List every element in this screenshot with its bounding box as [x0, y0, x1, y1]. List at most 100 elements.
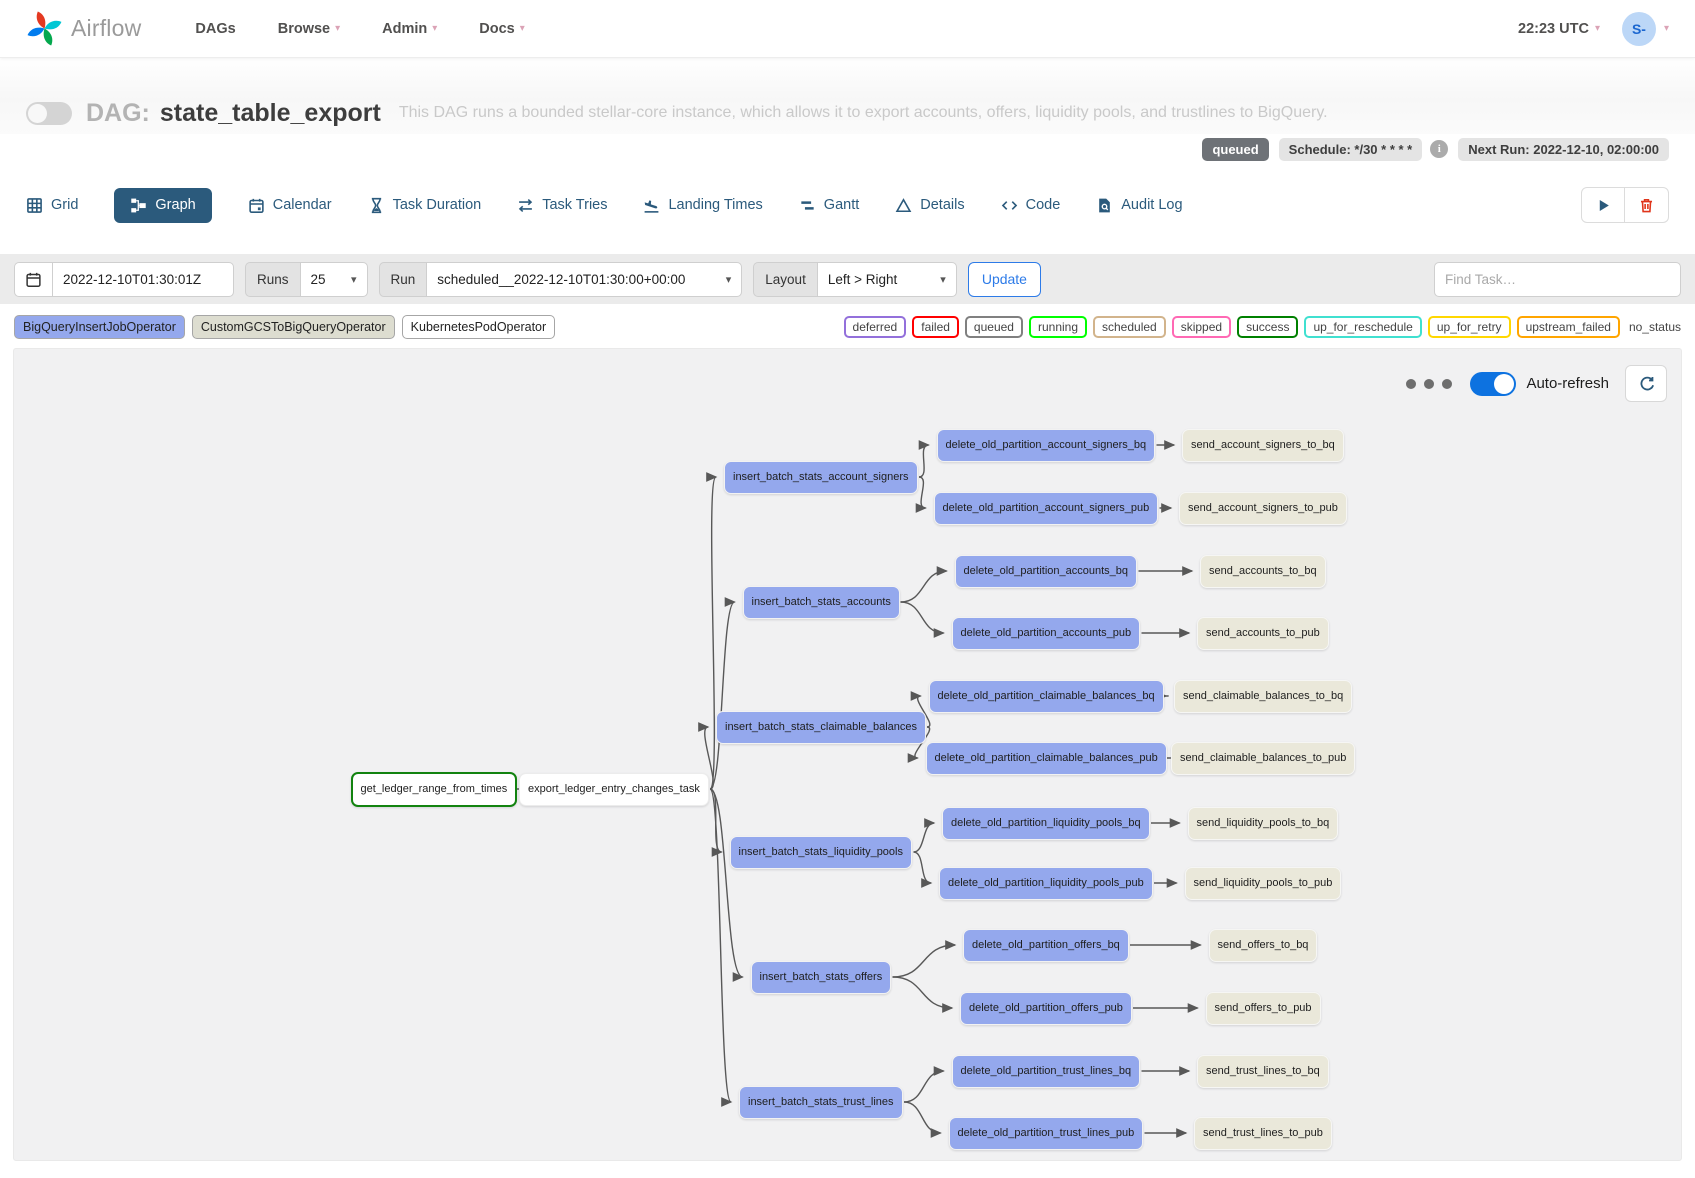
state-badge-up_for_reschedule: up_for_reschedule [1304, 316, 1422, 338]
task-node-insert_batch_stats_liquidity_pools[interactable]: insert_batch_stats_liquidity_pools [729, 835, 912, 869]
task-node-delete_old_partition_liquidity_pools_pub[interactable]: delete_old_partition_liquidity_pools_pub [939, 866, 1153, 900]
nav-item-dags[interactable]: DAGs [195, 21, 235, 37]
task-node-delete_old_partition_account_signers_pub[interactable]: delete_old_partition_account_signers_pub [933, 491, 1159, 525]
task-node-delete_old_partition_trust_lines_pub[interactable]: delete_old_partition_trust_lines_pub [948, 1116, 1144, 1150]
dag-header: DAG: state_table_export This DAG runs a … [0, 58, 1695, 134]
tab-calendar[interactable]: Calendar [248, 197, 332, 214]
task-node-delete_old_partition_offers_pub[interactable]: delete_old_partition_offers_pub [960, 991, 1132, 1025]
find-task-input[interactable] [1434, 261, 1681, 297]
runs-label: Runs [245, 261, 300, 297]
task-node-delete_old_partition_claimable_balances_pub[interactable]: delete_old_partition_claimable_balances_… [925, 741, 1167, 775]
tab-landing-times[interactable]: Landing Times [643, 197, 763, 214]
update-button[interactable]: Update [967, 261, 1041, 297]
task-node-send_claimable_balances_to_pub[interactable]: send_claimable_balances_to_pub [1171, 741, 1356, 775]
dag-description: This DAG runs a bounded stellar-core ins… [398, 104, 1328, 121]
task-node-delete_old_partition_liquidity_pools_bq[interactable]: delete_old_partition_liquidity_pools_bq [942, 806, 1150, 840]
task-node-send_liquidity_pools_to_bq[interactable]: send_liquidity_pools_to_bq [1187, 806, 1339, 840]
task-node-insert_batch_stats_offers[interactable]: insert_batch_stats_offers [750, 960, 892, 994]
task-node-insert_batch_stats_trust_lines[interactable]: insert_batch_stats_trust_lines [739, 1085, 903, 1119]
task-node-insert_batch_stats_accounts[interactable]: insert_batch_stats_accounts [742, 585, 900, 619]
tab-details[interactable]: Details [895, 197, 965, 214]
graph-controls-bar: Runs 25 ▾ Run scheduled__2022-12-10T01:3… [0, 254, 1695, 304]
state-badge-queued: queued [964, 316, 1023, 338]
operator-badge: BigQueryInsertJobOperator [14, 315, 185, 339]
tab-task-duration[interactable]: Task Duration [368, 197, 481, 214]
state-badge-deferred: deferred [843, 316, 907, 338]
tab-label: Graph [155, 197, 196, 213]
task-node-send_accounts_to_bq[interactable]: send_accounts_to_bq [1200, 554, 1326, 588]
tab-task-tries[interactable]: Task Tries [517, 197, 607, 214]
dag-pause-toggle[interactable] [26, 101, 72, 125]
tab-gantt[interactable]: Gantt [799, 197, 859, 214]
nav-item-docs[interactable]: Docs▾ [479, 21, 525, 37]
task-node-send_offers_to_pub[interactable]: send_offers_to_pub [1205, 991, 1321, 1025]
trash-icon [1640, 198, 1653, 212]
caret-down-icon: ▾ [1594, 22, 1600, 34]
task-node-insert_batch_stats_account_signers[interactable]: insert_batch_stats_account_signers [724, 460, 918, 494]
auto-refresh-toggle[interactable] [1470, 371, 1517, 396]
nav-item-admin[interactable]: Admin▾ [382, 21, 437, 37]
graph-icon [131, 198, 147, 212]
grid-icon [27, 197, 42, 213]
schedule-badge[interactable]: Schedule: */30 * * * * [1278, 137, 1423, 161]
task-node-delete_old_partition_offers_bq[interactable]: delete_old_partition_offers_bq [963, 928, 1129, 962]
tab-label: Code [1025, 197, 1061, 213]
task-node-send_accounts_to_pub[interactable]: send_accounts_to_pub [1197, 616, 1329, 650]
task-node-send_liquidity_pools_to_pub[interactable]: send_liquidity_pools_to_pub [1184, 866, 1342, 900]
chevron-down-icon: ▾ [725, 273, 732, 286]
tab-graph[interactable]: Graph [114, 187, 212, 223]
task-node-get_ledger_range_from_times[interactable]: get_ledger_range_from_times [350, 771, 518, 807]
task-node-delete_old_partition_accounts_pub[interactable]: delete_old_partition_accounts_pub [951, 616, 1141, 650]
info-icon[interactable]: i [1430, 140, 1449, 158]
refresh-button[interactable] [1625, 365, 1667, 402]
task-node-delete_old_partition_trust_lines_bq[interactable]: delete_old_partition_trust_lines_bq [951, 1054, 1141, 1088]
base-date-input[interactable] [52, 261, 234, 297]
dag-title: state_table_export [159, 98, 381, 127]
tab-label: Grid [51, 197, 79, 213]
run-select[interactable]: scheduled__2022-12-10T01:30:00+00:00 ▾ [426, 261, 743, 297]
clock-menu[interactable]: 22:23 UTC ▾ [1518, 21, 1600, 37]
nav-item-browse[interactable]: Browse▾ [278, 21, 340, 37]
chevron-down-icon: ▾ [940, 273, 946, 286]
avatar: S- [1621, 11, 1656, 46]
tab-label: Details [920, 197, 965, 213]
task-node-delete_old_partition_claimable_balances_bq[interactable]: delete_old_partition_claimable_balances_… [928, 679, 1164, 713]
task-node-send_account_signers_to_bq[interactable]: send_account_signers_to_bq [1182, 428, 1344, 462]
task-node-delete_old_partition_accounts_bq[interactable]: delete_old_partition_accounts_bq [954, 554, 1138, 588]
state-badge-upstream_failed: upstream_failed [1516, 316, 1620, 338]
task-node-send_trust_lines_to_pub[interactable]: send_trust_lines_to_pub [1194, 1116, 1332, 1150]
play-icon [1599, 199, 1609, 211]
task-node-export_ledger_entry_changes_task[interactable]: export_ledger_entry_changes_task [519, 772, 709, 806]
task-node-delete_old_partition_account_signers_bq[interactable]: delete_old_partition_account_signers_bq [936, 428, 1156, 462]
dag-graph-canvas[interactable]: Auto-refresh get_ledger_range_from_times… [13, 348, 1682, 1161]
calendar-icon [26, 272, 41, 287]
runs-select[interactable]: 25 ▾ [299, 261, 368, 297]
airflow-logo[interactable]: Airflow [26, 10, 141, 47]
trigger-dag-button[interactable] [1581, 187, 1625, 223]
auto-refresh-label: Auto-refresh [1526, 375, 1609, 392]
base-date-picker-button[interactable] [14, 261, 52, 297]
state-badge-scheduled: scheduled [1093, 316, 1166, 338]
toggle-knob [28, 103, 47, 123]
tab-audit-log[interactable]: Audit Log [1096, 197, 1183, 214]
task-node-send_account_signers_to_pub[interactable]: send_account_signers_to_pub [1179, 491, 1347, 525]
layout-select[interactable]: Left > Right ▾ [816, 261, 957, 297]
state-badge-skipped: skipped [1171, 316, 1232, 338]
task-node-send_offers_to_bq[interactable]: send_offers_to_bq [1208, 928, 1318, 962]
task-node-insert_batch_stats_claimable_balances[interactable]: insert_batch_stats_claimable_balances [716, 710, 927, 744]
task-node-send_trust_lines_to_bq[interactable]: send_trust_lines_to_bq [1197, 1054, 1329, 1088]
operator-badge: CustomGCSToBigQueryOperator [191, 315, 395, 339]
nav-item-label: Docs [479, 20, 515, 37]
delete-dag-button[interactable] [1625, 187, 1669, 223]
brand-name: Airflow [71, 15, 142, 41]
nav-menu: DAGs Browse▾ Admin▾ Docs▾ [195, 21, 524, 37]
state-badge-no_status: no_status [1625, 318, 1681, 336]
task-node-send_claimable_balances_to_bq[interactable]: send_claimable_balances_to_bq [1174, 679, 1353, 713]
tab-code[interactable]: Code [1001, 197, 1061, 214]
hourglass-icon [371, 197, 381, 213]
layout-value: Left > Right [827, 271, 898, 287]
nav-item-label: Admin [382, 20, 428, 37]
tab-grid[interactable]: Grid [26, 197, 78, 214]
user-menu[interactable]: S- ▾ [1621, 11, 1669, 46]
